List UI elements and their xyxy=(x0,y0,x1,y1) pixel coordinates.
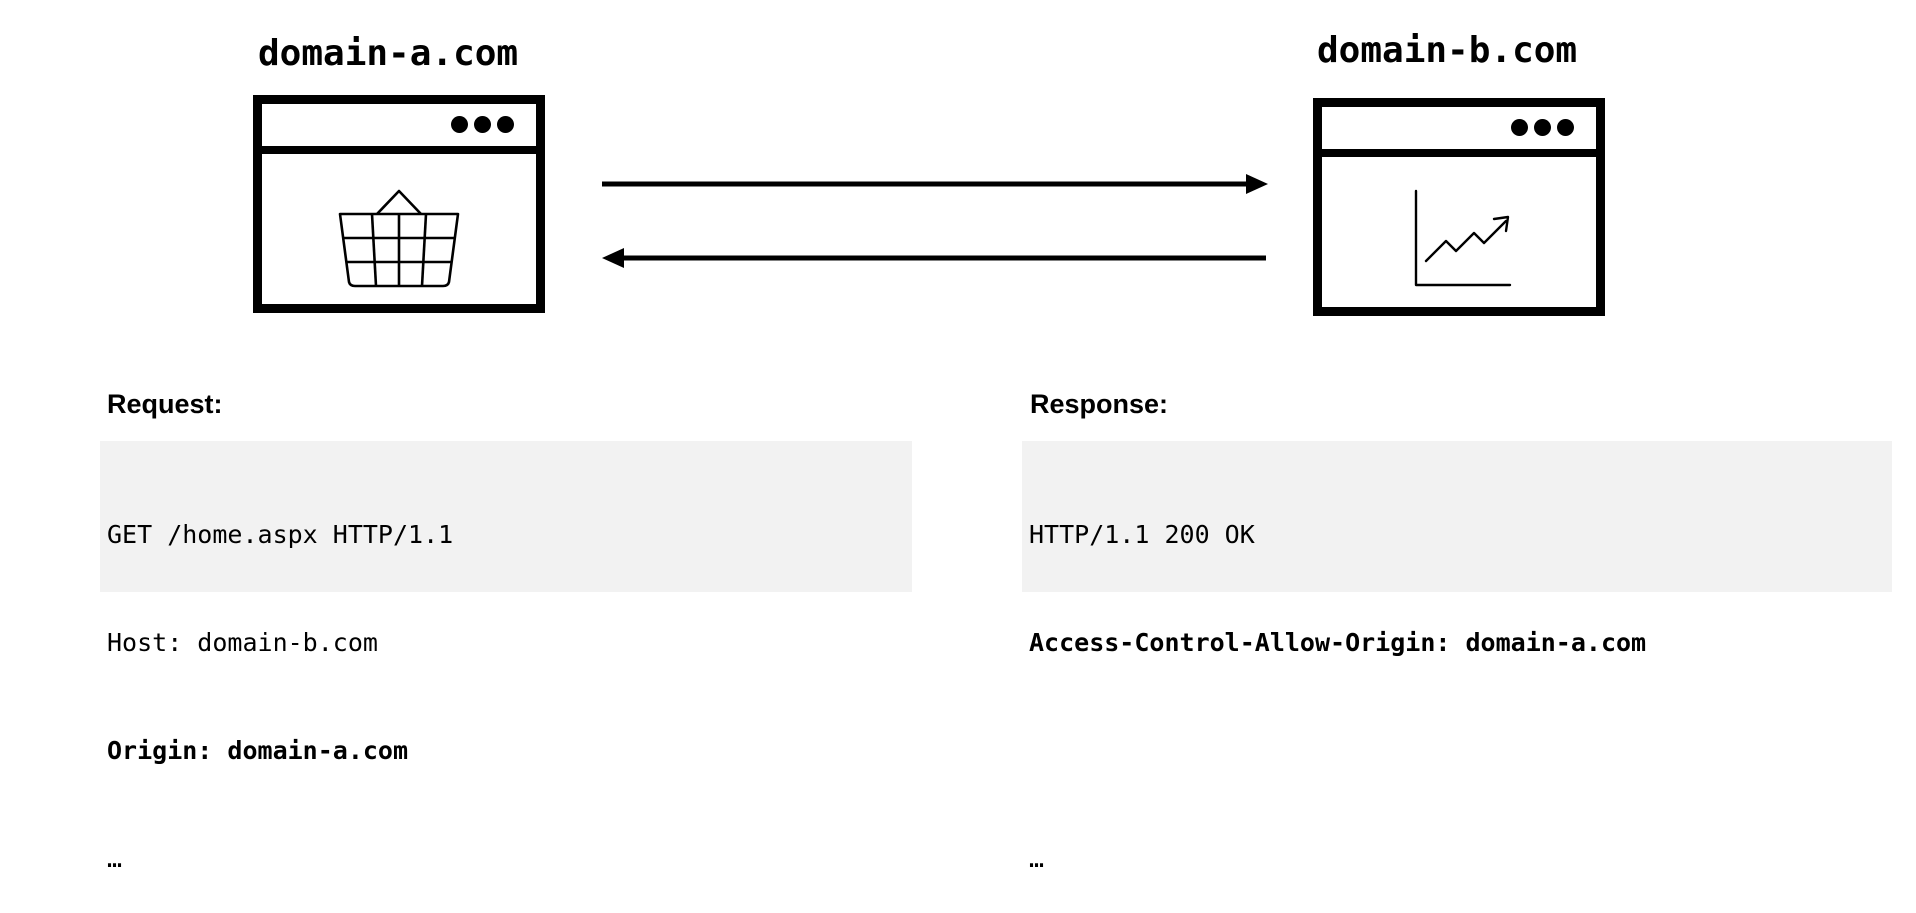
domain-b-title: domain-b.com xyxy=(1317,30,1578,71)
response-label: Response: xyxy=(1030,389,1169,419)
domain-a-browser-window xyxy=(253,95,545,313)
domain-a-title: domain-a.com xyxy=(258,33,519,74)
browser-titlebar xyxy=(262,104,536,154)
request-origin-header: Origin: domain-a.com xyxy=(107,736,409,765)
response-acao-header: Access-Control-Allow-Origin: domain-a.co… xyxy=(1029,628,1647,657)
response-arrow-left xyxy=(602,248,1266,268)
response-code-block: HTTP/1.1 200 OK Access-Control-Allow-Ori… xyxy=(1022,441,1892,873)
line-chart-icon xyxy=(1414,189,1514,294)
request-line: GET /home.aspx HTTP/1.1 xyxy=(107,520,454,549)
request-arrow-right xyxy=(602,174,1268,194)
shopping-basket-icon xyxy=(337,184,461,293)
browser-titlebar xyxy=(1322,107,1596,157)
request-line: Host: domain-b.com xyxy=(107,628,378,657)
request-line-ellipsis: … xyxy=(107,844,123,873)
response-line-ellipsis: … xyxy=(1029,844,1045,873)
domain-b-browser-window xyxy=(1313,98,1605,316)
request-label: Request: xyxy=(107,389,223,419)
request-code-block: GET /home.aspx HTTP/1.1 Host: domain-b.c… xyxy=(100,441,912,873)
response-status-line: HTTP/1.1 200 OK xyxy=(1029,520,1255,549)
response-line-empty xyxy=(1029,733,1892,769)
window-menu-dots-icon xyxy=(1511,119,1574,136)
window-menu-dots-icon xyxy=(451,116,514,133)
